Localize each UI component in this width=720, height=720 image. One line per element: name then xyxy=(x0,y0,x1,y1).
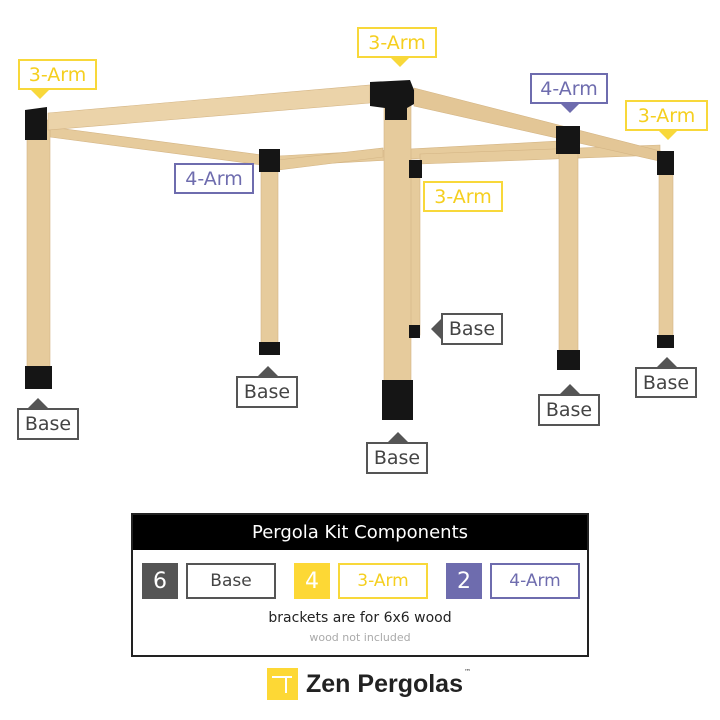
bracket-base-front-left xyxy=(25,366,52,389)
label-3arm-front-center: 3-Arm xyxy=(357,27,437,58)
arrow-down-icon xyxy=(560,103,580,113)
beam-front xyxy=(47,84,371,131)
bracket-3arm-front-center xyxy=(370,80,414,120)
arrow-down-icon xyxy=(658,130,678,140)
wood-size-note: brackets are for 6x6 wood xyxy=(268,610,452,626)
bracket-base-right xyxy=(557,350,580,370)
bracket-base-far-right xyxy=(657,335,674,348)
kit-title: Pergola Kit Components xyxy=(133,515,587,550)
label-base-right: Base xyxy=(538,394,600,426)
three-arm-count-badge: 4 xyxy=(294,563,330,599)
arrow-up-icon xyxy=(560,384,580,394)
arrow-up-icon xyxy=(388,432,408,442)
label-base-mid-left: Base xyxy=(236,376,298,408)
pergola-illustration xyxy=(25,80,674,420)
label-4arm-right: 4-Arm xyxy=(530,73,608,104)
bracket-base-front-center xyxy=(382,380,413,420)
brand-logo: Zen Pergolas ™ xyxy=(267,668,471,700)
zen-logo-icon xyxy=(267,668,298,700)
beam-left-side xyxy=(49,126,263,166)
arrow-down-icon xyxy=(390,57,410,67)
arrow-down-icon xyxy=(30,89,50,99)
post-right xyxy=(558,139,579,361)
bracket-3arm-front-left xyxy=(25,107,47,140)
label-3arm-front-left: 3-Arm xyxy=(18,59,97,90)
bracket-base-back-center xyxy=(409,325,420,338)
label-3arm-far-right: 3-Arm xyxy=(625,100,708,131)
wood-not-included-note: wood not included xyxy=(309,631,411,644)
post-mid-left xyxy=(260,159,279,351)
post-back-center xyxy=(409,159,421,336)
bracket-4arm-mid-left xyxy=(259,149,280,172)
bracket-4arm-right xyxy=(556,126,580,154)
bracket-3arm-far-right xyxy=(657,151,674,175)
kit-components-panel: Pergola Kit Components 6 Base 4 3-Arm 2 … xyxy=(131,513,589,657)
bracket-3arm-back-center xyxy=(409,160,422,178)
four-arm-component-label: 4-Arm xyxy=(490,563,580,599)
four-arm-count-badge: 2 xyxy=(446,563,482,599)
beam-inner xyxy=(277,147,384,171)
arrow-up-icon xyxy=(657,357,677,367)
label-3arm-back-center: 3-Arm xyxy=(423,181,503,212)
base-count-badge: 6 xyxy=(142,563,178,599)
label-base-far-right: Base xyxy=(635,367,697,398)
three-arm-component-label: 3-Arm xyxy=(338,563,428,599)
label-base-back-center: Base xyxy=(441,313,503,345)
arrow-left-icon xyxy=(431,319,441,339)
arrow-up-icon xyxy=(28,398,48,408)
brand-name: Zen Pergolas xyxy=(306,669,463,698)
arrow-up-icon xyxy=(258,366,278,376)
post-front-left xyxy=(26,119,51,376)
label-4arm-mid-left: 4-Arm xyxy=(174,163,254,194)
label-base-front-center: Base xyxy=(366,442,428,474)
base-component-label: Base xyxy=(186,563,276,599)
label-base-front-left: Base xyxy=(17,408,79,440)
bracket-base-mid-left xyxy=(259,342,280,355)
post-far-right xyxy=(658,159,674,341)
post-front-center xyxy=(383,99,412,401)
trademark: ™ xyxy=(464,668,471,676)
